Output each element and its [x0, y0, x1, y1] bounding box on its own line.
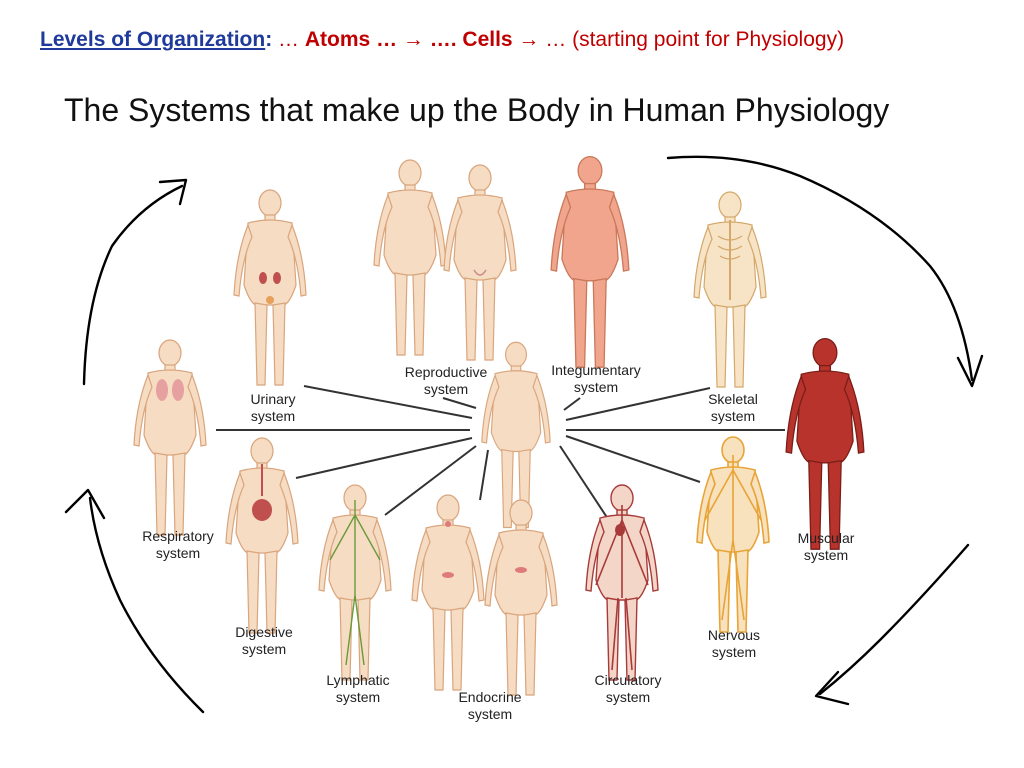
arrow-top-right-icon [666, 155, 974, 382]
arrowhead-bottom-right-icon [814, 670, 850, 706]
figure-endocrine-male [411, 494, 485, 691]
spoke-nervous [565, 435, 701, 483]
figure-center [481, 341, 551, 529]
spoke-endocrine [479, 449, 489, 501]
levels-label: Levels of Organization [40, 28, 266, 51]
connector-lines [216, 385, 785, 523]
atoms-cells-text: Atoms … → …. Cells → [304, 28, 540, 51]
figure-reproductive-male [373, 159, 447, 356]
figure-respiratory [133, 339, 207, 536]
arrowhead-bottom-left-icon [64, 488, 106, 520]
figure-muscular [785, 337, 865, 550]
figure-nervous [696, 436, 770, 633]
spoke-digestive [295, 437, 473, 479]
spoke-lymphatic [384, 445, 477, 516]
levels-header: Levels of Organization: … Atoms … → …. C… [40, 28, 844, 52]
levels-colon: : [265, 28, 273, 51]
ellipsis-1: … [272, 28, 305, 51]
page-title: The Systems that make up the Body in Hum… [64, 92, 890, 128]
figure-reproductive-female [443, 164, 517, 361]
spoke-skeletal [565, 387, 711, 421]
figure-integumentary [550, 155, 630, 368]
cycle-arrows [64, 155, 984, 714]
figure-lymphatic [318, 484, 392, 681]
arrow-bottom-left-icon [88, 496, 205, 714]
spoke-circulatory [559, 445, 611, 523]
spoke-urinary [303, 385, 473, 419]
figure-endocrine-female [484, 499, 558, 696]
arrowhead-top-right-icon [956, 354, 984, 388]
arrowhead-top-left-icon [158, 178, 188, 206]
ellipsis-2: … [539, 28, 573, 51]
arrow-bottom-right-icon [818, 543, 970, 696]
figure-skeletal [693, 191, 767, 388]
figure-urinary [233, 189, 307, 386]
physiology-note: (starting point for Physiology) [572, 28, 845, 51]
spoke-reproductive [442, 397, 477, 409]
spoke-integumentary [563, 397, 581, 411]
figure-digestive [225, 437, 299, 634]
figure-circulatory [585, 484, 659, 681]
arrow-top-left-icon [82, 184, 184, 386]
